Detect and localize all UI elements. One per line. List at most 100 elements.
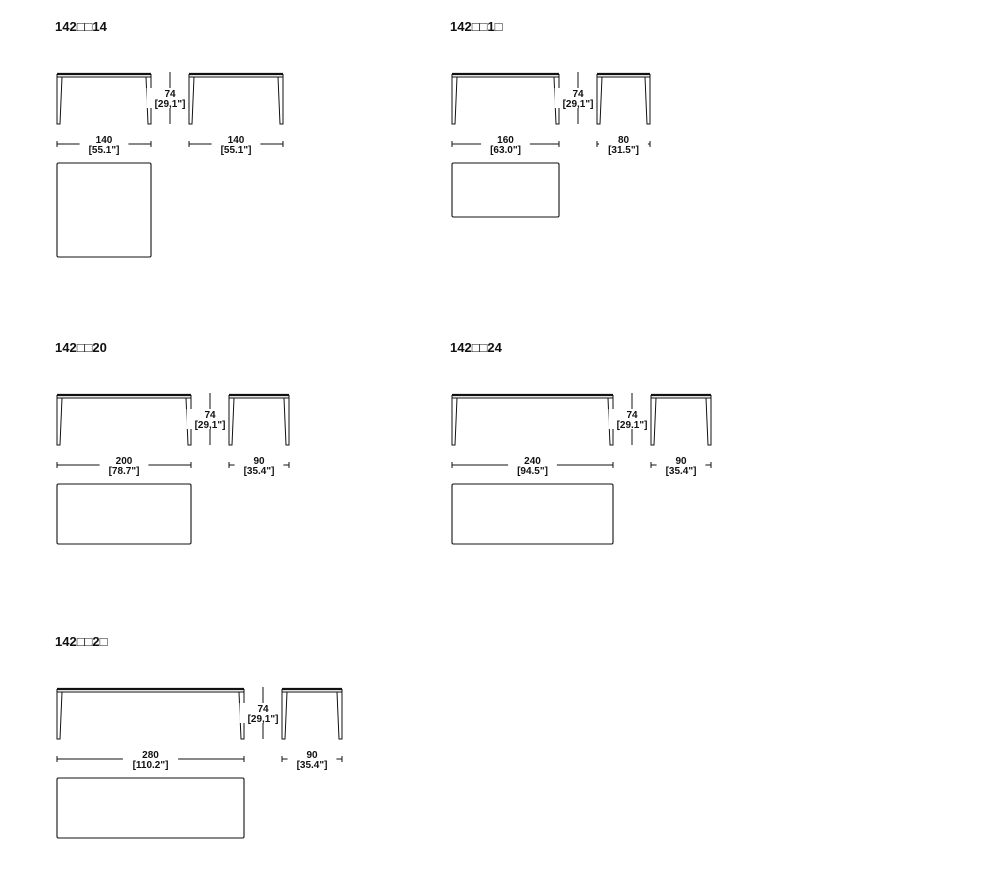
front-elevation	[451, 393, 614, 446]
plan-view	[56, 777, 245, 839]
length-dimension: 140[55.1"]	[56, 135, 152, 156]
table-model-code: 142□□24	[450, 340, 503, 355]
height-value-cm: 74	[164, 89, 176, 100]
dimension-value-in: [78.7"]	[109, 466, 140, 477]
dimension-value-cm: 280	[142, 750, 159, 761]
dimension-value-in: [31.5"]	[608, 145, 639, 156]
length-dimension: 200[78.7"]	[56, 456, 192, 477]
table-block-2: 142□□1□ 74[29,1"] 160[63.0"] 80[31.5"]	[450, 19, 651, 218]
table-model-code: 142□□2□	[55, 634, 108, 649]
label-mask	[79, 135, 129, 153]
height-value-in: [29,1"]	[195, 420, 226, 431]
width-dimension: 90[35.4"]	[228, 456, 290, 477]
label-mask	[554, 88, 602, 108]
dimension-value-in: [35.4"]	[244, 466, 275, 477]
label-mask	[146, 88, 194, 108]
height-value-cm: 74	[572, 89, 584, 100]
plan-view	[451, 483, 614, 545]
dimension-value-cm: 140	[96, 135, 113, 146]
dimension-value-cm: 80	[618, 135, 630, 146]
label-mask	[508, 456, 557, 474]
left-leg	[228, 395, 235, 446]
side-elevation	[228, 393, 290, 446]
right-leg	[644, 74, 651, 125]
right-leg	[705, 395, 712, 446]
left-leg	[56, 74, 63, 125]
left-leg	[451, 395, 458, 446]
right-leg	[283, 395, 290, 446]
front-elevation	[56, 72, 152, 125]
plan-view	[56, 483, 192, 545]
label-mask	[239, 703, 287, 723]
dimension-value-cm: 240	[524, 456, 541, 467]
width-dimension: 90[35.4"]	[281, 750, 343, 771]
length-dimension: 240[94.5"]	[451, 456, 614, 477]
dimension-value-in: [63.0"]	[490, 145, 521, 156]
front-elevation	[56, 393, 192, 446]
side-elevation	[596, 72, 651, 125]
right-leg	[336, 689, 343, 740]
height-dimension: 74[29,1"]	[239, 687, 287, 739]
height-value-cm: 74	[204, 410, 216, 421]
height-value-in: [29,1"]	[563, 99, 594, 110]
label-mask	[99, 456, 149, 474]
dimension-value-in: [110.2"]	[133, 760, 169, 771]
height-value-in: [29,1"]	[155, 99, 186, 110]
width-dimension: 140[55.1"]	[188, 135, 284, 156]
dimension-value-in: [55.1"]	[89, 145, 120, 156]
label-mask	[481, 135, 530, 153]
label-mask	[186, 409, 234, 429]
front-elevation	[56, 687, 245, 740]
table-model-code: 142□□14	[55, 19, 108, 34]
left-leg	[596, 74, 603, 125]
dimension-value-cm: 160	[497, 135, 514, 146]
label-mask	[599, 135, 648, 153]
right-leg	[277, 74, 284, 125]
dimension-value-in: [55.1"]	[221, 145, 252, 156]
left-leg	[281, 689, 288, 740]
length-dimension: 280[110.2"]	[56, 750, 245, 771]
side-elevation	[650, 393, 712, 446]
height-dimension: 74[29,1"]	[554, 72, 602, 124]
height-dimension: 74[29,1"]	[146, 72, 194, 124]
dimension-value-in: [35.4"]	[666, 466, 697, 477]
width-dimension: 80[31.5"]	[596, 135, 651, 156]
plan-view	[451, 162, 560, 218]
length-dimension: 160[63.0"]	[451, 135, 560, 156]
height-value-cm: 74	[257, 704, 269, 715]
table-model-code: 142□□20	[55, 340, 107, 355]
plan-view	[56, 162, 152, 258]
left-leg	[56, 395, 63, 446]
left-leg	[188, 74, 195, 125]
height-value-in: [29,1"]	[248, 714, 279, 725]
side-elevation	[281, 687, 343, 740]
label-mask	[608, 409, 656, 429]
dimension-value-in: [94.5"]	[517, 466, 548, 477]
front-elevation	[451, 72, 560, 125]
table-block-3: 142□□20 74[29,1"] 200[78.7"] 90[35.4"]	[55, 340, 290, 545]
left-leg	[451, 74, 458, 125]
left-leg	[650, 395, 657, 446]
dimension-value-cm: 90	[253, 456, 265, 467]
width-dimension: 90[35.4"]	[650, 456, 712, 477]
label-mask	[211, 135, 261, 153]
dimension-value-cm: 90	[675, 456, 687, 467]
label-mask	[656, 456, 706, 474]
height-value-cm: 74	[626, 410, 638, 421]
table-block-4: 142□□24 74[29.1"] 240[94.5"] 90[35.4"]	[450, 340, 712, 545]
table-block-5: 142□□2□ 74[29,1"] 280[110.2"] 90[35.4"]	[55, 634, 343, 839]
dimension-value-cm: 90	[306, 750, 318, 761]
height-dimension: 74[29.1"]	[608, 393, 656, 445]
left-leg	[56, 689, 63, 740]
dimension-value-in: [35.4"]	[297, 760, 328, 771]
height-dimension: 74[29,1"]	[186, 393, 234, 445]
table-model-code: 142□□1□	[450, 19, 503, 34]
dimension-value-cm: 200	[116, 456, 133, 467]
side-elevation	[188, 72, 284, 125]
label-mask	[234, 456, 284, 474]
height-value-in: [29.1"]	[617, 420, 648, 431]
label-mask	[287, 750, 337, 768]
dimension-value-cm: 140	[228, 135, 245, 146]
